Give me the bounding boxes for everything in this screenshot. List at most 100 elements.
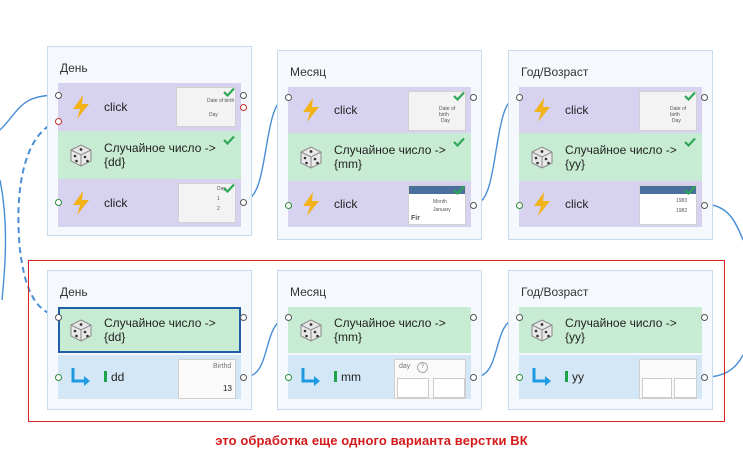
row-label: click [104, 196, 128, 210]
thumb-text: Date of birth [670, 106, 687, 118]
row-label: Случайное число -> {yy} [565, 143, 677, 171]
thumb-text: Day [217, 186, 226, 192]
row-label: Случайное число -> {dd} [104, 316, 216, 344]
variable-marker [334, 371, 337, 382]
block-title: Месяц [290, 65, 327, 79]
thumb-text: 13 [223, 384, 232, 393]
check-icon [453, 185, 465, 195]
block-title: Год/Возраст [521, 285, 589, 299]
input-port[interactable] [516, 314, 523, 321]
block-day-bottom[interactable]: День Случайное число -> {dd} dd Birthd 1… [47, 270, 252, 410]
input-port[interactable] [55, 314, 62, 321]
output-port[interactable] [701, 94, 708, 101]
output-port[interactable] [240, 199, 247, 206]
dice-icon [70, 319, 92, 342]
event-row-click[interactable]: click 1983 1982 [519, 181, 702, 227]
row-label: Случайное число -> {yy} [565, 316, 677, 344]
row-label: click [334, 103, 358, 117]
random-row[interactable]: Случайное число -> {mm} [288, 307, 471, 353]
error-port[interactable] [240, 104, 247, 111]
event-row-click[interactable]: click Date of birth Day [288, 87, 471, 133]
variable-marker [104, 371, 107, 382]
block-month-bottom[interactable]: Месяц Случайное число -> {mm} mm day ? [277, 270, 482, 410]
check-icon [223, 87, 235, 97]
input-port[interactable] [516, 94, 523, 101]
dice-icon [70, 144, 92, 167]
check-icon [223, 183, 235, 193]
random-row[interactable]: Случайное число -> {mm} [288, 133, 471, 181]
check-icon [453, 91, 465, 101]
output-port[interactable] [470, 94, 477, 101]
event-row-click[interactable]: click Date of birth Day [58, 83, 241, 131]
random-row[interactable]: Случайное число -> {dd} [58, 307, 241, 353]
input-port[interactable] [285, 314, 292, 321]
check-icon [223, 135, 235, 145]
lightning-icon [534, 98, 550, 122]
dice-icon [531, 319, 553, 342]
row-label: yy [565, 370, 584, 384]
thumbnail: day ? [394, 359, 466, 399]
variable-name: mm [341, 370, 361, 384]
check-icon [684, 91, 696, 101]
block-title: День [60, 285, 88, 299]
input-port[interactable] [285, 94, 292, 101]
dice-icon [300, 146, 322, 169]
thumb-text: Date of birth [439, 106, 456, 118]
block-title: День [60, 61, 88, 75]
block-day-top[interactable]: День click Date of birth Day Случайное ч… [47, 46, 252, 236]
annotation-note: это обработка еще одного варианта верстк… [215, 433, 528, 448]
input-port[interactable] [55, 374, 62, 381]
random-row[interactable]: Случайное число -> {dd} [58, 131, 241, 179]
output-port[interactable] [701, 314, 708, 321]
check-icon [684, 137, 696, 147]
event-row-click[interactable]: click Month January Fir [288, 181, 471, 227]
check-icon [684, 185, 696, 195]
lightning-icon [534, 192, 550, 216]
lightning-icon [73, 191, 89, 215]
thumbnail [639, 359, 697, 399]
variable-name: yy [572, 370, 584, 384]
highlight-group-box [28, 260, 725, 422]
thumb-text: Date of birth [207, 98, 235, 104]
output-port[interactable] [701, 374, 708, 381]
output-port[interactable] [470, 374, 477, 381]
lightning-icon [303, 192, 319, 216]
thumb-text: Fir [411, 215, 420, 222]
input-port[interactable] [55, 92, 62, 99]
row-label: Случайное число -> {dd} [104, 141, 216, 169]
output-port[interactable] [240, 374, 247, 381]
input-port[interactable] [285, 374, 292, 381]
check-icon [453, 137, 465, 147]
input-port[interactable] [285, 202, 292, 209]
output-port[interactable] [701, 202, 708, 209]
output-row[interactable]: mm day ? [288, 355, 471, 399]
output-row[interactable]: yy [519, 355, 702, 399]
block-year-top[interactable]: Год/Возраст click Date of birth Day Случ… [508, 50, 713, 240]
random-row[interactable]: Случайное число -> {yy} [519, 133, 702, 181]
row-label: click [334, 197, 358, 211]
output-port[interactable] [240, 92, 247, 99]
input-port[interactable] [516, 202, 523, 209]
input-port[interactable] [55, 199, 62, 206]
error-port[interactable] [55, 118, 62, 125]
row-label: Случайное число -> {mm} [334, 143, 446, 171]
lightning-icon [303, 98, 319, 122]
thumb-text: January [433, 207, 451, 213]
output-port[interactable] [240, 314, 247, 321]
thumbnail: Birthd 13 [178, 359, 236, 399]
dice-icon [531, 146, 553, 169]
output-port[interactable] [470, 314, 477, 321]
row-label: click [565, 103, 589, 117]
block-month-top[interactable]: Месяц click Date of birth Day Случайное … [277, 50, 482, 240]
random-row[interactable]: Случайное число -> {yy} [519, 307, 702, 353]
thumb-text: Day [672, 118, 681, 124]
thumb-text: 1982 [676, 208, 688, 214]
block-year-bottom[interactable]: Год/Возраст Случайное число -> {yy} yy [508, 270, 713, 410]
lightning-icon [73, 95, 89, 119]
output-port[interactable] [470, 202, 477, 209]
event-row-click[interactable]: click Date of birth Day [519, 87, 702, 133]
output-row[interactable]: dd Birthd 13 [58, 355, 241, 399]
input-port[interactable] [516, 374, 523, 381]
event-row-click[interactable]: click Day 1 2 [58, 179, 241, 227]
thumb-text: Day [209, 112, 218, 118]
